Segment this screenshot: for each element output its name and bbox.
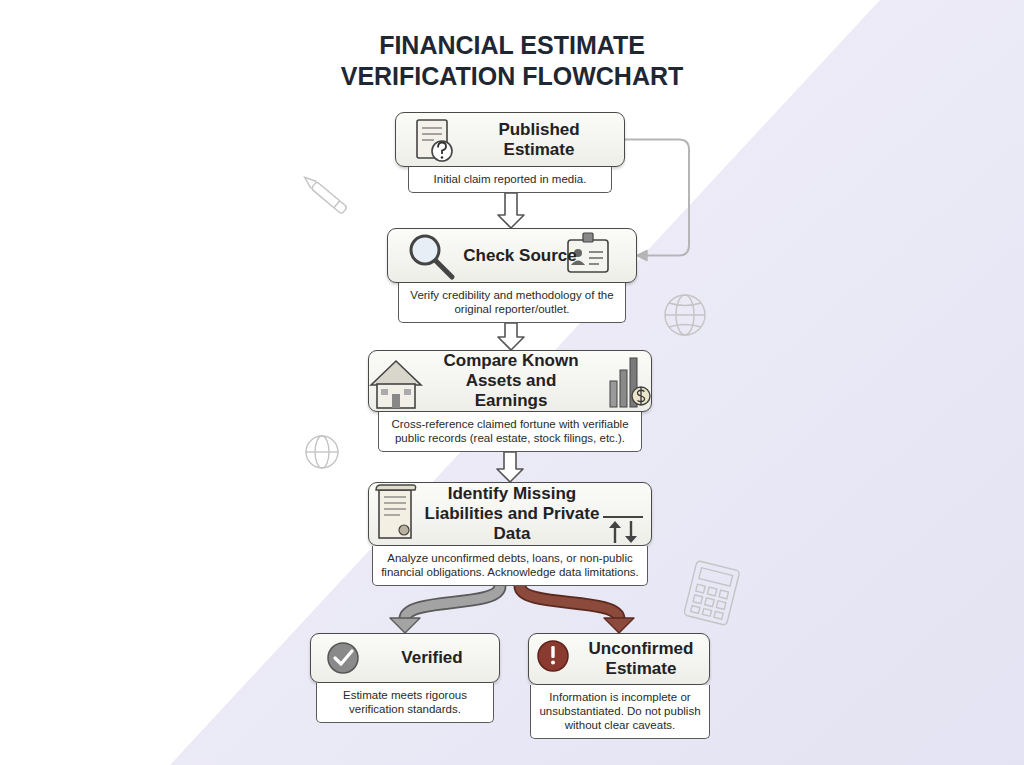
block-arrow (497, 452, 523, 482)
step-description: Initial claim reported in media. (417, 172, 603, 186)
block-arrow (498, 323, 524, 350)
globe-sketch (665, 295, 705, 335)
step-description-box: Cross-reference claimed fortune with ver… (378, 412, 642, 452)
step-description: Estimate meets rigorous verification sta… (325, 688, 485, 716)
arrow-head (604, 618, 634, 633)
check-icon (328, 643, 358, 673)
branch-arrow-outline (405, 586, 500, 619)
background-panel (170, 0, 1024, 765)
block-arrow (498, 193, 524, 228)
step-heading: Verified (401, 648, 462, 668)
flow-connector (498, 323, 524, 350)
branch-arrow (405, 586, 500, 619)
flow-connector (390, 586, 500, 633)
step-description-box: Initial claim reported in media. (408, 167, 612, 193)
calculator-sketch (684, 560, 740, 625)
arrow-head (637, 251, 647, 261)
flow-connector (520, 586, 634, 633)
arrow-head (390, 618, 420, 633)
step-heading: Identify Missing Liabilities and Private… (421, 484, 603, 544)
step-description: Cross-reference claimed fortune with ver… (387, 417, 633, 445)
step-description: Verify credibility and methodology of th… (407, 288, 617, 316)
flow-connector (497, 452, 523, 482)
branch-arrow (520, 586, 619, 619)
branch-arrow-outline (520, 586, 619, 619)
step-heading: Published Estimate (466, 120, 612, 160)
flow-connector (498, 193, 524, 228)
step-description: Information is incomplete or unsubstanti… (539, 690, 701, 732)
step-description-box: Information is incomplete or unsubstanti… (530, 685, 710, 739)
warning-icon (538, 641, 568, 671)
document-question-icon (417, 120, 452, 161)
step-description-box: Estimate meets rigorous verification sta… (316, 683, 494, 723)
step-heading: Check Source (463, 246, 576, 266)
step-heading: Unconfirmed Estimate (581, 639, 701, 679)
globe-sketch (306, 436, 338, 468)
pen-sketch (302, 174, 348, 214)
step-heading: Compare Known Assets and Earnings (427, 351, 595, 411)
assets-icons (371, 358, 650, 408)
source-check-icons (411, 233, 608, 277)
diagram-title: FINANCIAL ESTIMATE VERIFICATION FLOWCHAR… (302, 30, 722, 92)
decorations (302, 174, 740, 626)
step-description: Analyze unconfirmed debts, loans, or non… (381, 551, 639, 579)
step-description-box: Verify credibility and methodology of th… (398, 283, 626, 323)
step-description-box: Analyze unconfirmed debts, loans, or non… (372, 546, 648, 586)
liabilities-icons (376, 485, 643, 543)
